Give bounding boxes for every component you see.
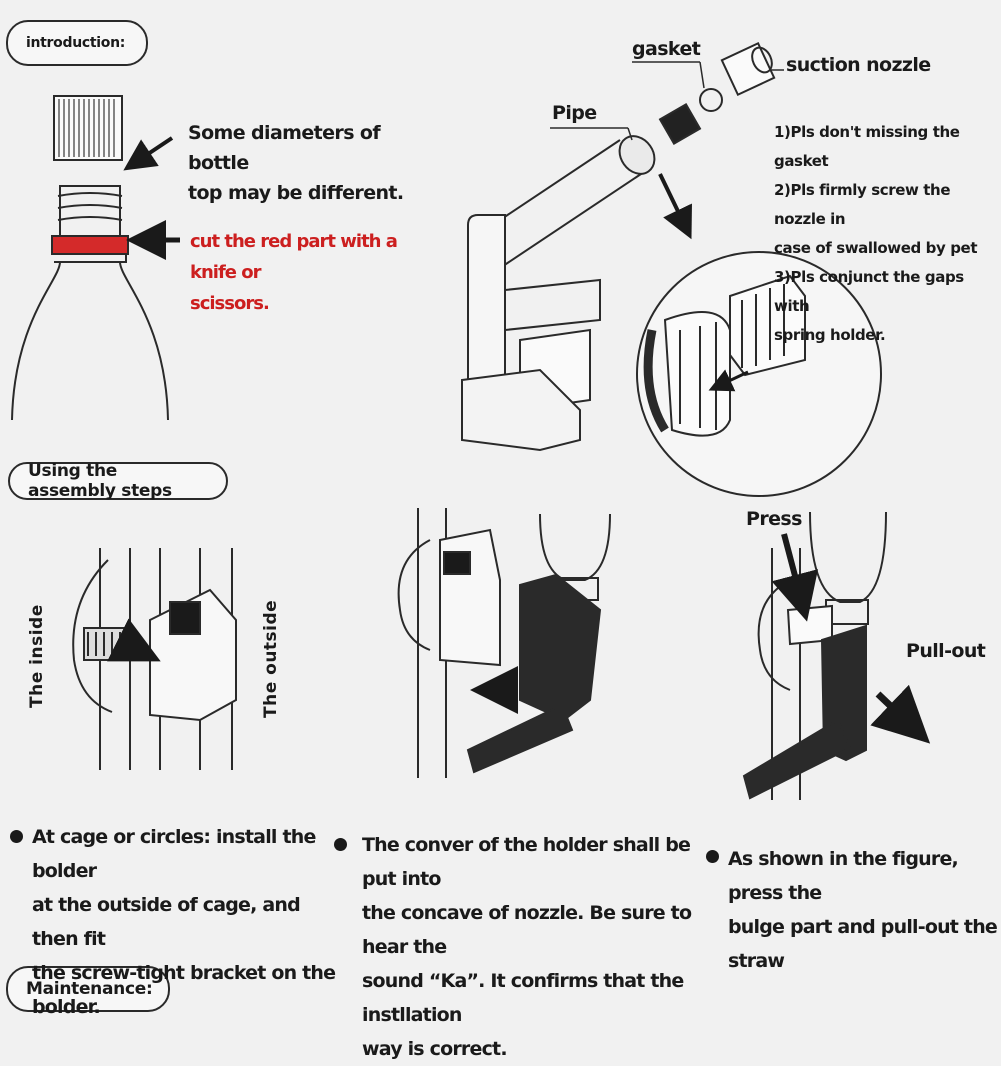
nozzle-note-3: case of swallowed by pet [774,239,978,257]
step2-line3: sound “Ka”. It confirms that the instlla… [362,970,684,1026]
nozzle-notes: 1)Pls don't missing the gasket 2)Pls fir… [774,118,999,350]
cut-instruction: cut the red part with a knife or scissor… [190,226,440,319]
holder-nozzle-diagram [397,508,611,778]
assembly-illustrations [11,41,931,800]
inside-label: The inside [27,604,47,708]
suction-nozzle-label: suction nozzle [786,54,931,76]
pipe-label: Pipe [552,102,597,124]
pull-out-label: Pull-out [906,640,986,662]
step2-line2: the concave of nozzle. Be sure to hear t… [362,902,692,958]
arrow-to-detail-circle [658,173,692,240]
arrow-to-cap [123,136,174,171]
bottle-top-note-line1: Some diameters of bottle [188,122,381,174]
nozzle-note-4: 3)Pls conjunct the gaps with [774,268,964,315]
cage-bolder-diagram [72,548,237,770]
bottle-top-note-line2: top may be different. [188,182,404,204]
outside-label: The outside [261,599,281,718]
press-pullout-diagram [742,511,887,800]
step3-line1: As shown in the figure, press the [728,848,959,904]
step1-line2: at the outside of cage, and then fit [32,894,301,950]
arrow-press [771,533,819,622]
section-assembly-steps: Using the assembly steps [8,461,228,501]
cut-instruction-line1: cut the red part with a knife or [190,231,398,283]
step3-text: As shown in the figure, press the bulge … [728,842,1000,978]
section-introduction: introduction: [6,20,148,66]
nozzle-note-1: 1)Pls don't missing the gasket [774,123,960,170]
nozzle-detail-circle [636,251,882,497]
nozzle-note-5: spring holder. [774,326,886,344]
pipe-leader-line [550,127,633,141]
cut-instruction-line2: scissors. [190,293,270,314]
step1-text: At cage or circles: install the bolder a… [32,820,337,1024]
step3-bullet [706,850,719,863]
section-introduction-label: introduction: [26,35,126,51]
step2-line4: way is correct. [362,1038,508,1060]
step2-line1: The conver of the holder shall be put in… [362,834,691,890]
section-maintenance-label: Maintenance: [26,979,153,999]
press-label: Press [746,508,802,530]
step3-line2: bulge part and pull-out the straw [728,916,998,972]
nozzle-assembly-diagram [461,41,776,452]
arrow-in-detail-circle [708,369,749,392]
gasket-label: gasket [632,38,701,60]
bottle-diagram [11,95,169,421]
nozzle-note-2: 2)Pls firmly screw the nozzle in [774,181,951,228]
arrow-pull-out [870,684,931,744]
step2-bullet [334,838,347,851]
section-assembly-label: Using the assembly steps [28,461,172,501]
gasket-leader-line [632,61,705,89]
arrow-inside-to-outside [107,618,161,662]
step1-line3: the screw-tight bracket on the bolder. [32,962,336,1018]
step1-line1: At cage or circles: install the bolder [32,826,316,882]
step2-text: The conver of the holder shall be put in… [362,828,702,1066]
step1-bullet [10,830,23,843]
bottle-top-note: Some diameters of bottle top may be diff… [188,118,428,208]
